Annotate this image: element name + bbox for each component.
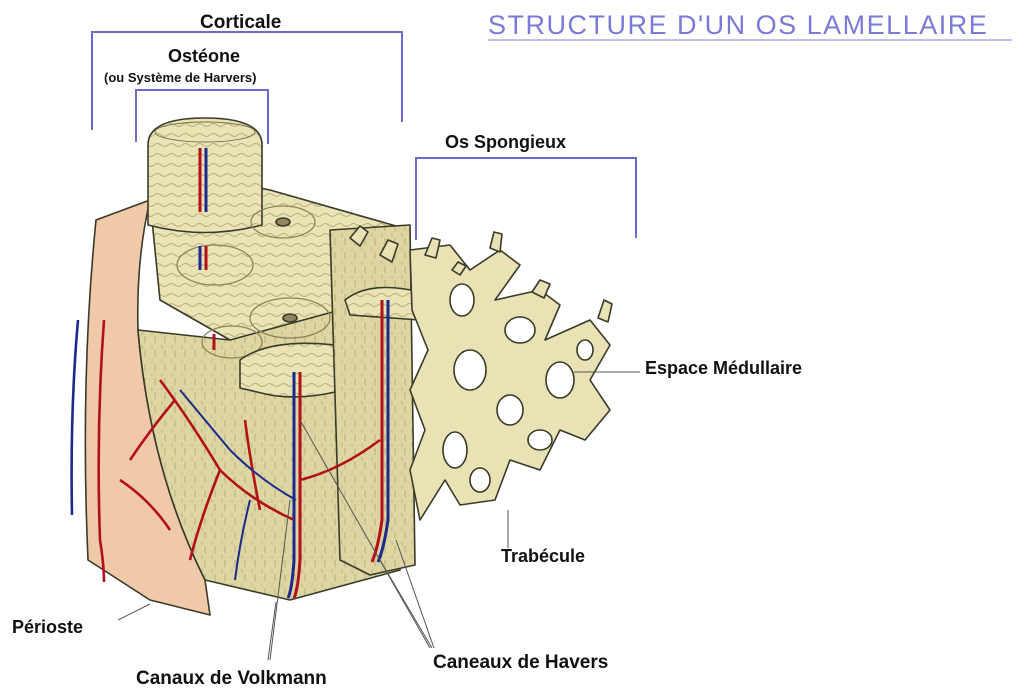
- label-os-spongieux: Os Spongieux: [445, 132, 566, 152]
- os-spongieux-bracket: [416, 158, 636, 240]
- label-espace-medullaire: Espace Médullaire: [645, 358, 802, 378]
- label-osteone-sub: (ou Système de Harvers): [104, 70, 256, 85]
- leader-volkmann-1: [268, 602, 276, 660]
- label-osteone: Ostéone: [168, 46, 240, 66]
- cortical-middle-slab: [330, 225, 415, 575]
- leader-perioste: [118, 604, 150, 620]
- label-corticale: Corticale: [200, 12, 281, 33]
- label-canaux-volkmann: Canaux de Volkmann: [136, 668, 327, 689]
- leader-havers-2: [380, 560, 432, 648]
- osteon-slab: [240, 343, 335, 397]
- bone-illustration: [72, 118, 612, 615]
- diagram-title: STRUCTURE D'UN OS LAMELLAIRE: [488, 10, 988, 40]
- label-perioste: Périoste: [12, 617, 83, 637]
- label-canaux-havers: Caneaux de Havers: [433, 652, 608, 673]
- label-trabecule: Trabécule: [501, 546, 585, 566]
